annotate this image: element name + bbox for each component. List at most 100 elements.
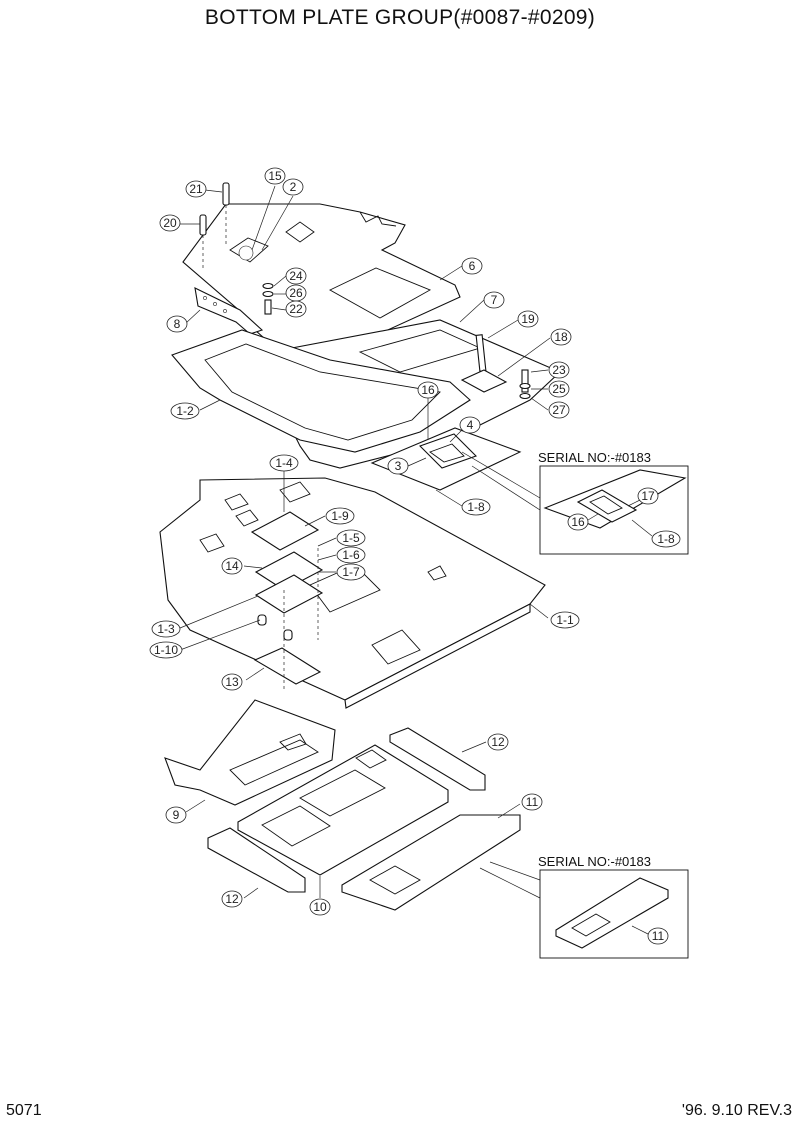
- callout-27: 27: [548, 401, 570, 419]
- callout-1-1: 1-1: [550, 611, 580, 629]
- cover-part-13: [253, 647, 322, 685]
- svg-text:27: 27: [552, 403, 566, 417]
- callout-8: 8: [166, 315, 188, 333]
- beam-part-12-lower: [207, 827, 306, 893]
- pin-part-20: [199, 214, 207, 236]
- frame-part-10: [237, 744, 449, 876]
- callout-13: 13: [221, 673, 243, 691]
- callout-20: 20: [159, 214, 181, 232]
- svg-text:21: 21: [189, 182, 203, 196]
- inset-callout-17: 17: [637, 487, 659, 505]
- revision-label: '96. 9.10 REV.3: [681, 1102, 792, 1119]
- callout-1-4: 1-4: [269, 454, 299, 472]
- svg-text:16: 16: [421, 383, 435, 397]
- svg-text:12: 12: [225, 892, 239, 906]
- beam-part-12-upper: [389, 727, 486, 791]
- svg-text:1-7: 1-7: [342, 565, 360, 579]
- svg-text:1-5: 1-5: [342, 531, 360, 545]
- callout-18: 18: [550, 328, 572, 346]
- svg-text:9: 9: [173, 808, 180, 822]
- svg-text:1-6: 1-6: [342, 548, 360, 562]
- svg-text:11: 11: [526, 795, 539, 809]
- svg-text:4: 4: [467, 418, 474, 432]
- callout-11: 11: [521, 793, 543, 811]
- page-title: BOTTOM PLATE GROUP(#0087-#0209): [204, 6, 596, 29]
- callout-1-5: 1-5: [336, 529, 366, 547]
- cover-stack-1-3: [254, 551, 324, 614]
- callout-16: 16: [417, 381, 439, 399]
- svg-text:17: 17: [641, 489, 655, 503]
- svg-text:26: 26: [289, 286, 303, 300]
- svg-text:15: 15: [268, 169, 282, 183]
- svg-text:1-1: 1-1: [556, 613, 574, 627]
- callout-19: 19: [517, 310, 539, 328]
- callout-15: 15: [264, 167, 286, 185]
- svg-text:16: 16: [571, 515, 585, 529]
- svg-text:25: 25: [552, 382, 566, 396]
- callout-24: 24: [285, 267, 307, 285]
- base-plate-part-11: [341, 814, 521, 911]
- callout-26: 26: [285, 284, 307, 302]
- pin-part-21: [222, 182, 230, 206]
- side-frame-part-9: [164, 699, 336, 806]
- callout-9: 9: [165, 806, 187, 824]
- svg-text:8: 8: [174, 317, 181, 331]
- callout-12-upper: 12: [487, 733, 509, 751]
- page-number: 5071: [6, 1102, 42, 1119]
- svg-text:11: 11: [652, 929, 665, 943]
- svg-text:7: 7: [491, 293, 498, 307]
- inset-callout-11: 11: [647, 927, 669, 945]
- inset-callout-16: 16: [567, 513, 589, 531]
- svg-text:1-9: 1-9: [331, 509, 349, 523]
- callout-14: 14: [221, 557, 243, 575]
- svg-text:1-8: 1-8: [467, 500, 485, 514]
- svg-text:19: 19: [521, 312, 535, 326]
- inset-lower: SERIAL NO:-#0183: [538, 854, 689, 959]
- callout-3: 3: [387, 457, 409, 475]
- callout-1-7: 1-7: [336, 563, 366, 581]
- callout-1-2: 1-2: [170, 402, 200, 420]
- callout-22: 22: [285, 300, 307, 318]
- spacer-parts-1-10: [257, 614, 293, 641]
- svg-text:6: 6: [469, 259, 476, 273]
- callout-7: 7: [483, 291, 505, 309]
- cover-part-1-9: [250, 511, 320, 551]
- washer-stack-24-26-22: [262, 282, 274, 315]
- callout-25: 25: [548, 380, 570, 398]
- callout-2: 2: [282, 178, 304, 196]
- callout-1-8: 1-8: [461, 498, 491, 516]
- callout-4: 4: [459, 416, 481, 434]
- svg-text:20: 20: [163, 216, 177, 230]
- svg-text:2: 2: [290, 180, 297, 194]
- callout-1-10: 1-10: [149, 641, 183, 659]
- callout-10: 10: [309, 898, 331, 916]
- inset-callout-1-8: 1-8: [651, 530, 681, 548]
- svg-text:1-2: 1-2: [176, 404, 194, 418]
- callout-1-9: 1-9: [325, 507, 355, 525]
- inset-upper-serial-label: SERIAL NO:-#0183: [538, 450, 651, 465]
- svg-text:3: 3: [395, 459, 402, 473]
- svg-text:12: 12: [491, 735, 505, 749]
- inset-lower-serial-label: SERIAL NO:-#0183: [538, 854, 651, 869]
- svg-text:1-8: 1-8: [657, 532, 675, 546]
- callout-6: 6: [461, 257, 483, 275]
- callout-21: 21: [185, 180, 207, 198]
- leader-lines: [179, 185, 551, 899]
- svg-text:23: 23: [552, 363, 566, 377]
- svg-text:14: 14: [225, 559, 239, 573]
- callout-balloons: 21 15 2 20 24 26 22 6 8 7 19 18 23 25 27…: [149, 167, 681, 945]
- svg-text:13: 13: [225, 675, 239, 689]
- svg-text:24: 24: [289, 269, 303, 283]
- svg-text:1-3: 1-3: [157, 622, 175, 636]
- gasket-part-1-2: [171, 329, 471, 453]
- callout-1-3: 1-3: [151, 620, 181, 638]
- svg-text:10: 10: [313, 900, 327, 914]
- callout-12-lower: 12: [221, 890, 243, 908]
- svg-text:22: 22: [289, 302, 303, 316]
- callout-1-6: 1-6: [336, 546, 366, 564]
- svg-text:1-4: 1-4: [275, 456, 293, 470]
- svg-text:18: 18: [554, 330, 568, 344]
- cover-part-1-8: [370, 427, 522, 491]
- callout-23: 23: [548, 361, 570, 379]
